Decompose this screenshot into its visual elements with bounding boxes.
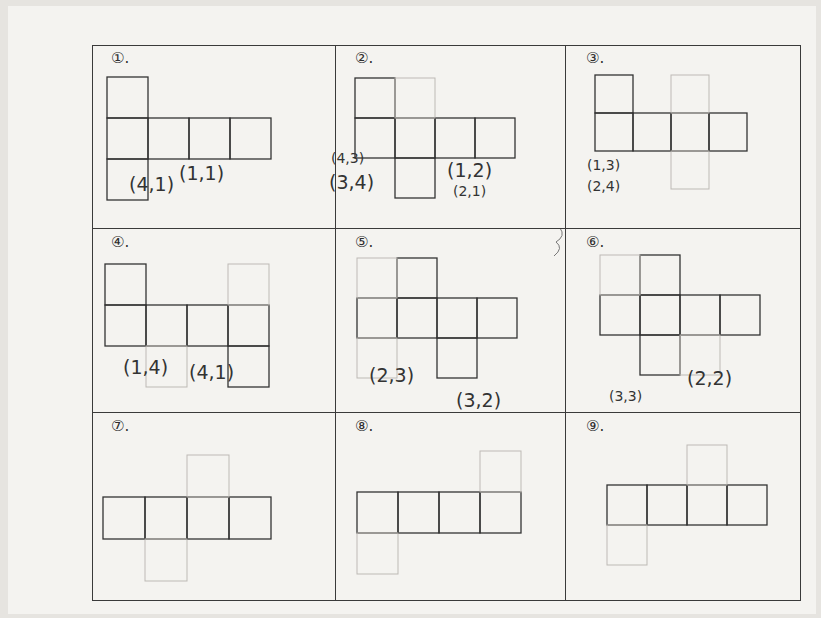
net-square [480,492,521,533]
net-square [357,533,398,574]
cell-number: ②. [355,51,373,66]
net-square [439,492,480,533]
net-square [671,113,709,151]
cell-number: ⑧. [355,419,373,434]
worksheet-cell: ①. (4,1) (1,1) [92,45,336,229]
cell-number: ④. [111,235,129,250]
cell-number: ③. [586,51,604,66]
net-square [395,118,435,158]
net-square [435,118,475,158]
worksheet-cell: ②.(4,3)(3,4)(1,2)(2,1) [335,45,566,229]
net-square [228,346,269,387]
net-square [189,118,230,159]
cell-number: ⑥. [586,235,604,250]
cell-number: ⑨. [586,419,604,434]
net-square [437,298,477,338]
worksheet-cell: ⑥. (3,3) (2,2) [565,228,801,413]
net-square [671,75,709,113]
net-square [633,113,671,151]
net-square [107,77,148,118]
coordinate-label: (1,4) [123,358,168,377]
net-square [228,305,269,346]
coordinate-label: (3,2) [456,391,501,410]
net-square [607,525,647,565]
net-square [395,158,435,198]
net-square [680,295,720,335]
coordinate-label: (2,2) [687,369,732,388]
worksheet-cell: ③. (1,3) (2,4) [565,45,801,229]
coordinate-label: (4,1) [129,175,174,194]
coordinate-label: (2,4) [587,179,620,193]
net-square [480,451,521,492]
coordinate-label: (1,1) [179,164,224,183]
net-square [671,151,709,189]
net-square [397,298,437,338]
net-square [105,305,146,346]
net-square [145,497,187,539]
net-square [600,255,640,295]
cell-number: ⑦. [111,419,129,434]
coordinate-label: (2,3) [369,366,414,385]
net-square [145,539,187,581]
net-square [398,492,439,533]
net-square [640,295,680,335]
net-square [640,335,680,375]
net-square [103,497,145,539]
net-square [230,118,271,159]
net-square [357,298,397,338]
coordinate-label: (1,3) [587,158,620,172]
worksheet-cell: ⑤. (2,3) (3,2) [335,228,566,413]
cube-nets [103,75,767,581]
net-square [687,445,727,485]
net-square [709,113,747,151]
net-square [720,295,760,335]
net-square [187,455,229,497]
net-square [600,295,640,335]
net-square [475,118,515,158]
net-square [355,78,395,118]
coordinate-label: (4,3) [331,151,364,165]
net-square [187,497,229,539]
net-square [187,305,228,346]
net-square [647,485,687,525]
paper-sheet [8,6,816,614]
net-square [607,485,647,525]
worksheet-cell: ⑦. [92,412,336,601]
net-square [357,258,397,298]
net-square [357,492,398,533]
worksheet-cell: ⑨. [565,412,801,601]
net-square [148,118,189,159]
net-square [437,338,477,378]
net-square [395,78,435,118]
worksheet-cell: ⑧. [335,412,566,601]
net-square [229,497,271,539]
coordinate-label: (4,1) [189,363,234,382]
coordinate-label: (1,2) [447,161,492,180]
coordinate-label: (3,3) [609,389,642,403]
net-square [727,485,767,525]
net-square [146,305,187,346]
cell-number: ⑤. [355,235,373,250]
coordinate-label: (3,4) [329,173,374,192]
cell-number: ①. [111,51,129,66]
net-square [595,113,633,151]
net-square [640,255,680,295]
net-square [477,298,517,338]
net-square [107,118,148,159]
net-square [397,258,437,298]
coordinate-label: (2,1) [453,184,486,198]
net-square [228,264,269,305]
net-square [595,75,633,113]
worksheet-cell: ④. (1,4) (4,1) [92,228,336,413]
net-square [105,264,146,305]
net-square [687,485,727,525]
pencil-mark [554,228,562,256]
